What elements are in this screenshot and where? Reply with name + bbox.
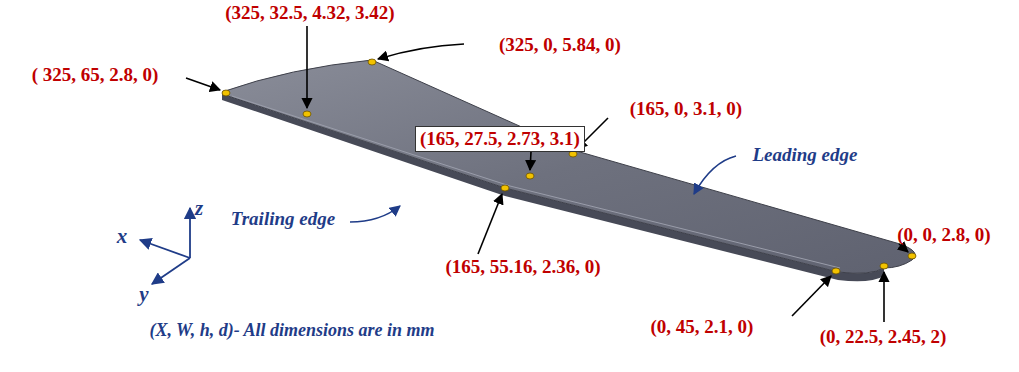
- coordinate-label: (325, 32.5, 4.32, 3.42): [225, 2, 394, 24]
- coordinate-label: (0, 45, 2.1, 0): [651, 316, 754, 338]
- coordinate-label: (165, 0, 3.1, 0): [630, 98, 742, 120]
- coordinate-label: (325, 0, 5.84, 0): [499, 34, 621, 56]
- leader-lines: [186, 26, 908, 322]
- caption: (X, W, h, d)- All dimensions are in mm: [149, 320, 434, 341]
- axis-label: y: [139, 282, 148, 306]
- coordinate-label: (165, 27.5, 2.73, 3.1): [420, 128, 580, 150]
- boxed-coordinate: (165, 27.5, 2.73, 3.1): [415, 126, 585, 152]
- edge-label: Trailing edge: [231, 208, 335, 230]
- axes-triad: [140, 208, 190, 284]
- coordinate-label: ( 325, 65, 2.8, 0): [32, 64, 159, 86]
- trailing-bevel: [232, 96, 840, 268]
- axis-label: x: [117, 224, 128, 248]
- coordinate-label: (0, 22.5, 2.45, 2): [820, 326, 947, 348]
- axis-label: z: [195, 196, 203, 220]
- plate-top: [222, 60, 915, 273]
- measure-points: [222, 59, 916, 274]
- coordinate-label: (0, 0, 2.8, 0): [897, 224, 990, 246]
- edge-label: Leading edge: [752, 144, 857, 166]
- edge-pointers: [350, 156, 736, 222]
- coordinate-label: (165, 55.16, 2.36, 0): [445, 256, 600, 278]
